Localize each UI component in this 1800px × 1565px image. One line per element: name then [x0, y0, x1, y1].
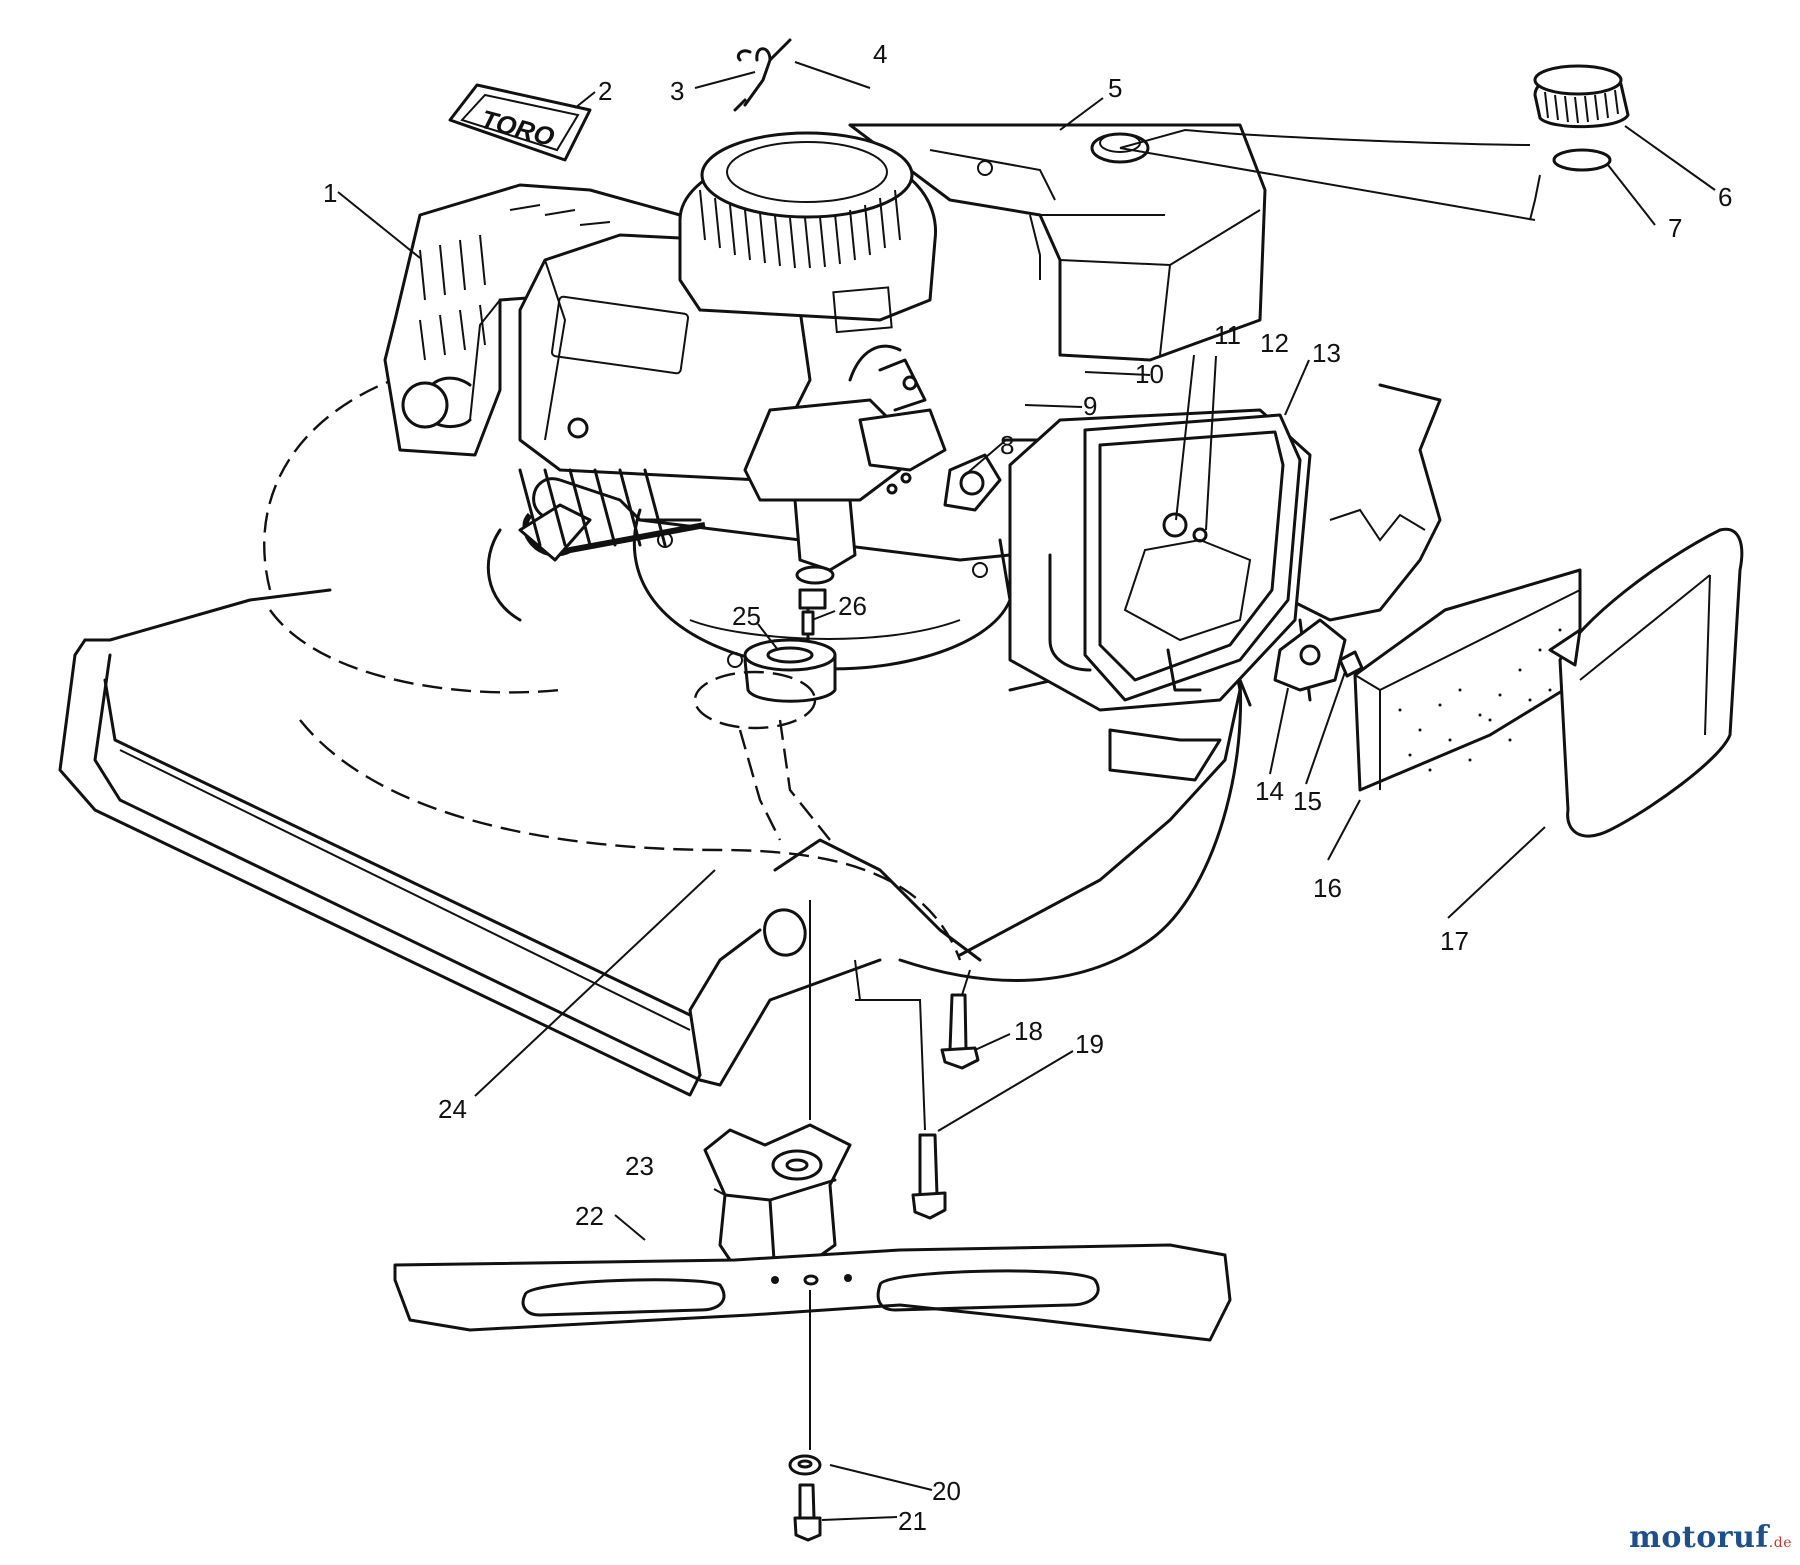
assembly-centerlines — [809, 128, 1541, 1450]
callout-10: 10 — [1135, 359, 1164, 389]
engine — [383, 123, 1267, 622]
blade-adapter-key — [693, 608, 837, 841]
cable-and-clip — [733, 38, 792, 112]
callout-7: 7 — [1668, 213, 1682, 243]
choke-lever — [1273, 618, 1364, 692]
callout-11: 11 — [1214, 320, 1241, 350]
callout-22: 22 — [575, 1201, 604, 1231]
air-filter-element — [1353, 568, 1582, 792]
callout-23: 23 — [625, 1151, 654, 1181]
callout-26: 26 — [838, 591, 867, 621]
fuel-cap — [1533, 64, 1630, 172]
blade-adapter — [703, 1123, 852, 1277]
callout-14: 14 — [1255, 776, 1284, 806]
callout-12: 12 — [1260, 328, 1289, 358]
air-cleaner-base — [1008, 408, 1312, 712]
callout-4: 4 — [873, 39, 887, 69]
leader-lines — [337, 61, 1716, 1521]
callout-16: 16 — [1313, 873, 1342, 903]
callout-labels: 1 2 3 4 5 6 7 8 9 10 11 12 13 14 15 16 1… — [323, 39, 1732, 1536]
callout-19: 19 — [1075, 1029, 1104, 1059]
callout-25: 25 — [732, 601, 761, 631]
carburetor — [743, 344, 1062, 610]
toro-decal: TORO — [448, 83, 592, 162]
callout-13: 13 — [1312, 338, 1341, 368]
callout-2: 2 — [598, 76, 612, 106]
callout-24: 24 — [438, 1094, 467, 1124]
callout-8: 8 — [1000, 430, 1014, 460]
callout-5: 5 — [1108, 73, 1122, 103]
watermark-suffix: .de — [1768, 1535, 1792, 1551]
callout-20: 20 — [932, 1476, 961, 1506]
callout-21: 21 — [898, 1506, 927, 1536]
callout-6: 6 — [1718, 182, 1732, 212]
callout-9: 9 — [1083, 391, 1097, 421]
callout-17: 17 — [1440, 926, 1469, 956]
cutting-blade — [393, 1243, 1232, 1342]
callout-1: 1 — [323, 178, 337, 208]
air-cleaner-cover — [1548, 527, 1744, 838]
callout-18: 18 — [1014, 1016, 1043, 1046]
bolts-and-washers — [788, 993, 980, 1542]
watermark-logo: motoruf.de — [1629, 1520, 1792, 1555]
watermark-text: motoruf — [1629, 1520, 1769, 1555]
callout-15: 15 — [1293, 786, 1322, 816]
mower-deck — [58, 358, 1442, 1097]
callout-3: 3 — [670, 76, 684, 106]
